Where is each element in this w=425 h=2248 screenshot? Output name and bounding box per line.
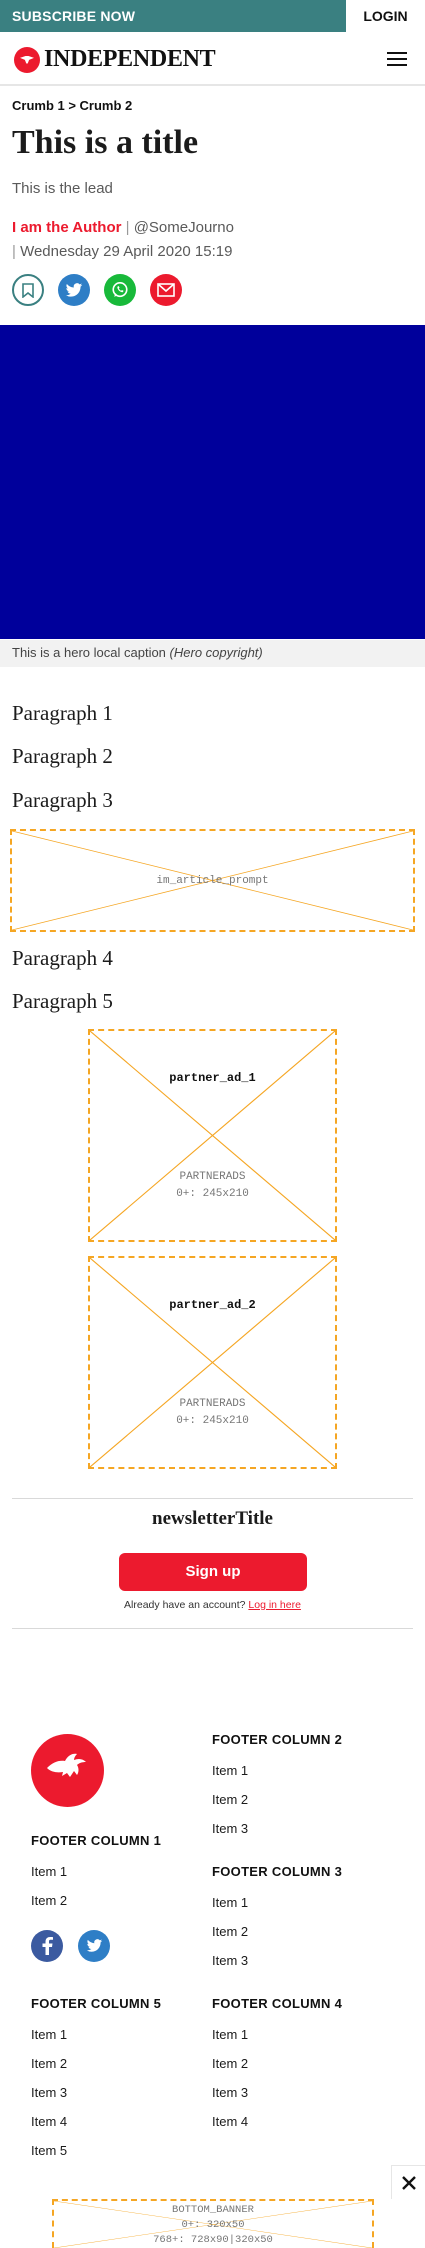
footer-link[interactable]: Item 4 [212,2114,249,2129]
divider [12,1628,413,1629]
footer-link[interactable]: Item 3 [212,1953,249,1968]
footer-link[interactable]: Item 5 [31,2143,68,2158]
twitter-icon[interactable] [58,274,90,306]
paragraph: Paragraph 2 [12,744,113,768]
footer-column-title: FOOTER COLUMN 3 [212,1864,343,1879]
logo-text: INDEPENDENT [44,46,216,72]
facebook-icon[interactable] [31,1930,63,1962]
footer-link[interactable]: Item 1 [212,1895,249,1910]
ad-size: 768+: 728x90|320x50 [153,2234,273,2246]
site-header: INDEPENDENT [0,32,425,86]
email-icon[interactable] [150,274,182,306]
divider [12,1498,413,1499]
footer-link[interactable]: Item 2 [31,2056,68,2071]
close-icon[interactable] [391,2165,425,2199]
hero-caption: This is a hero local caption (Hero copyr… [0,640,425,667]
footer-link[interactable]: Item 1 [31,1864,68,1879]
top-bar: SUBSCRIBE NOW LOGIN [0,0,425,32]
footer-link[interactable]: Item 1 [212,1763,249,1778]
footer-link[interactable]: Item 2 [212,1792,249,1807]
subscribe-button[interactable]: SUBSCRIBE NOW [0,0,346,32]
footer-link[interactable]: Item 3 [212,2085,249,2100]
hero-copyright: (Hero copyright) [169,645,263,660]
footer-column-title: FOOTER COLUMN 4 [212,1996,343,2011]
whatsapp-icon[interactable] [104,274,136,306]
ad-label: PARTNERADS [179,1398,246,1410]
footer-link[interactable]: Item 3 [31,2085,68,2100]
paragraph: Paragraph 4 [12,946,113,970]
ad-title: partner_ad_1 [169,1071,256,1085]
publish-date: Wednesday 29 April 2020 15:19 [20,243,233,260]
paragraph: Paragraph 1 [12,701,113,725]
footer-column-title: FOOTER COLUMN 5 [31,1996,162,2011]
eagle-logo-icon [14,46,40,73]
hero-image [0,325,425,639]
in-article-ad[interactable]: im_article_prompt [10,829,415,932]
page-title: This is a title [12,124,199,161]
byline: I am the Author | @SomeJourno | Wednesda… [12,219,234,260]
article-lead: This is the lead [12,180,113,197]
partner-ad-2[interactable]: partner_ad_2 PARTNERADS 0+: 245x210 [88,1256,337,1469]
bookmark-icon[interactable] [12,274,44,306]
ad-title: partner_ad_2 [169,1298,256,1312]
footer-link[interactable]: Item 4 [31,2114,68,2129]
author-handle[interactable]: @SomeJourno [133,219,234,236]
footer-link[interactable]: Item 2 [212,1924,249,1939]
footer-link[interactable]: Item 2 [31,1893,68,1908]
ad-size: 0+: 245x210 [176,1415,249,1427]
bottom-banner-ad[interactable]: BOTTOM_BANNER 0+: 320x50 768+: 728x90|32… [52,2199,374,2248]
site-logo[interactable]: INDEPENDENT [14,46,216,73]
login-link[interactable]: Log in here [248,1599,301,1611]
eagle-logo-icon[interactable] [31,1734,104,1807]
paragraph: Paragraph 3 [12,788,113,812]
ad-slot-name: BOTTOM_BANNER [172,2204,254,2216]
newsletter-title: newsletterTitle [152,1508,273,1529]
footer-link[interactable]: Item 1 [31,2027,68,2042]
footer-column-title: FOOTER COLUMN 1 [31,1833,162,1848]
footer-column-title: FOOTER COLUMN 2 [212,1732,343,1747]
ad-size: 0+: 245x210 [176,1188,249,1200]
signup-button[interactable]: Sign up [119,1553,307,1591]
twitter-icon[interactable] [78,1930,110,1962]
share-bar [12,274,182,306]
menu-icon[interactable] [387,52,407,66]
ad-slot-name: im_article_prompt [156,875,269,887]
paragraph: Paragraph 5 [12,989,113,1013]
ad-label: PARTNERADS [179,1171,246,1183]
footer-link[interactable]: Item 1 [212,2027,249,2042]
author-link[interactable]: I am the Author [12,219,122,236]
footer-link[interactable]: Item 3 [212,1821,249,1836]
partner-ad-1[interactable]: partner_ad_1 PARTNERADS 0+: 245x210 [88,1029,337,1242]
breadcrumb[interactable]: Crumb 1 > Crumb 2 [12,98,133,113]
footer-link[interactable]: Item 2 [212,2056,249,2071]
ad-size: 0+: 320x50 [181,2219,245,2231]
login-prompt: Already have an account? Log in here [124,1599,301,1611]
login-button[interactable]: LOGIN [363,8,408,24]
